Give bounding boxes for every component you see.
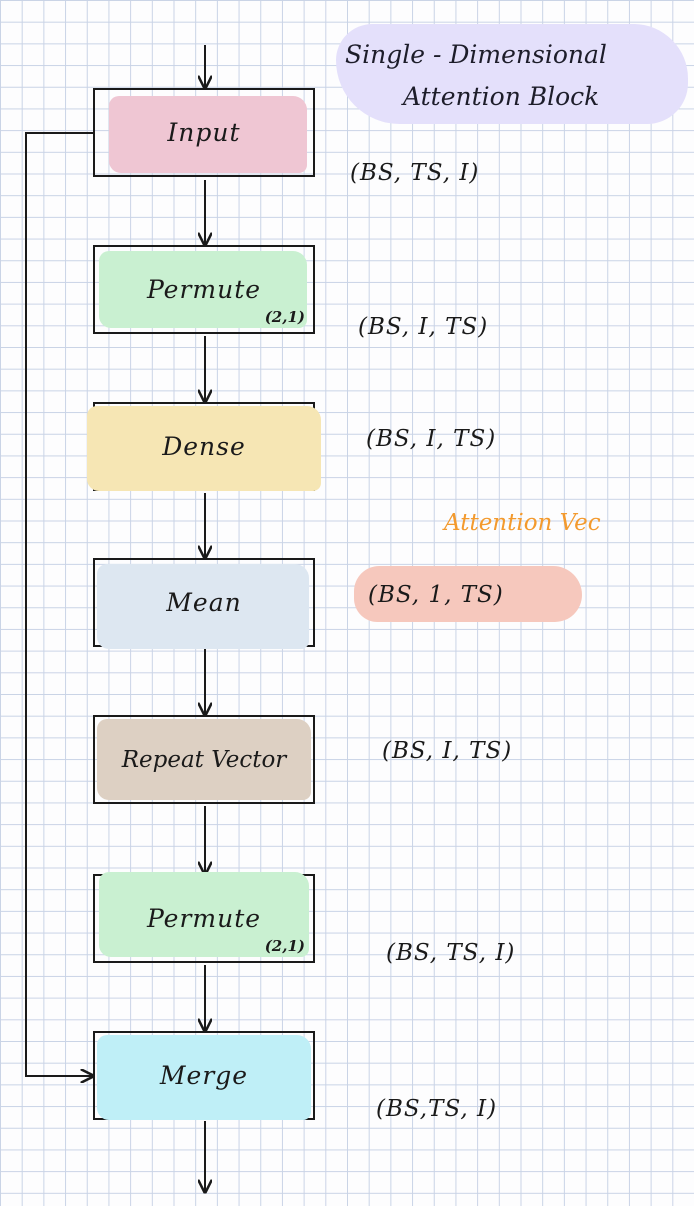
node-repeat-vector-fill <box>97 719 311 800</box>
node-permute-2: Permute (2,1) <box>93 872 315 963</box>
shape-permute-2: (BS, TS, I) <box>386 940 516 966</box>
node-dense-label: Dense <box>162 432 246 461</box>
node-permute-1: Permute (2,1) <box>93 245 315 334</box>
node-permute-2-axes: (2,1) <box>264 937 305 955</box>
node-permute-1-axes: (2,1) <box>264 308 305 326</box>
node-mean-label: Mean <box>166 588 242 617</box>
shape-dense: (BS, I, TS) <box>366 426 497 452</box>
title-highlight <box>336 24 688 124</box>
shape-mean: (BS, 1, TS) <box>368 582 504 608</box>
node-mean: Mean <box>93 558 315 649</box>
attention-highlight <box>354 566 582 622</box>
node-mean-fill <box>97 564 309 649</box>
skip-connection <box>25 132 93 1076</box>
node-permute-2-fill <box>99 872 309 957</box>
node-dense: Dense <box>87 402 321 491</box>
shape-merge: (BS,TS, I) <box>376 1096 498 1122</box>
title-line-1: Single - Dimensional <box>345 40 607 69</box>
shape-repeat-vector: (BS, I, TS) <box>382 738 513 764</box>
node-input-label: Input <box>167 118 241 147</box>
node-merge: Merge <box>93 1031 315 1120</box>
title-line-2: Attention Block <box>403 82 600 111</box>
diagram-title: Single - Dimensional Attention Block <box>345 34 685 118</box>
shape-input: (BS, TS, I) <box>350 160 480 186</box>
node-merge-label: Merge <box>159 1061 249 1090</box>
attention-vector-label: Attention Vec <box>444 510 601 536</box>
shape-permute-1: (BS, I, TS) <box>358 314 489 340</box>
node-permute-2-label: Permute <box>146 904 262 933</box>
node-repeat-vector-label: Repeat Vector <box>121 746 287 773</box>
node-input-fill <box>109 96 307 173</box>
node-permute-1-label: Permute <box>146 275 262 304</box>
node-permute-1-fill <box>99 251 307 328</box>
node-input: Input <box>93 88 315 177</box>
node-dense-fill <box>87 406 321 491</box>
node-repeat-vector: Repeat Vector <box>93 715 315 804</box>
node-merge-fill <box>97 1035 311 1120</box>
